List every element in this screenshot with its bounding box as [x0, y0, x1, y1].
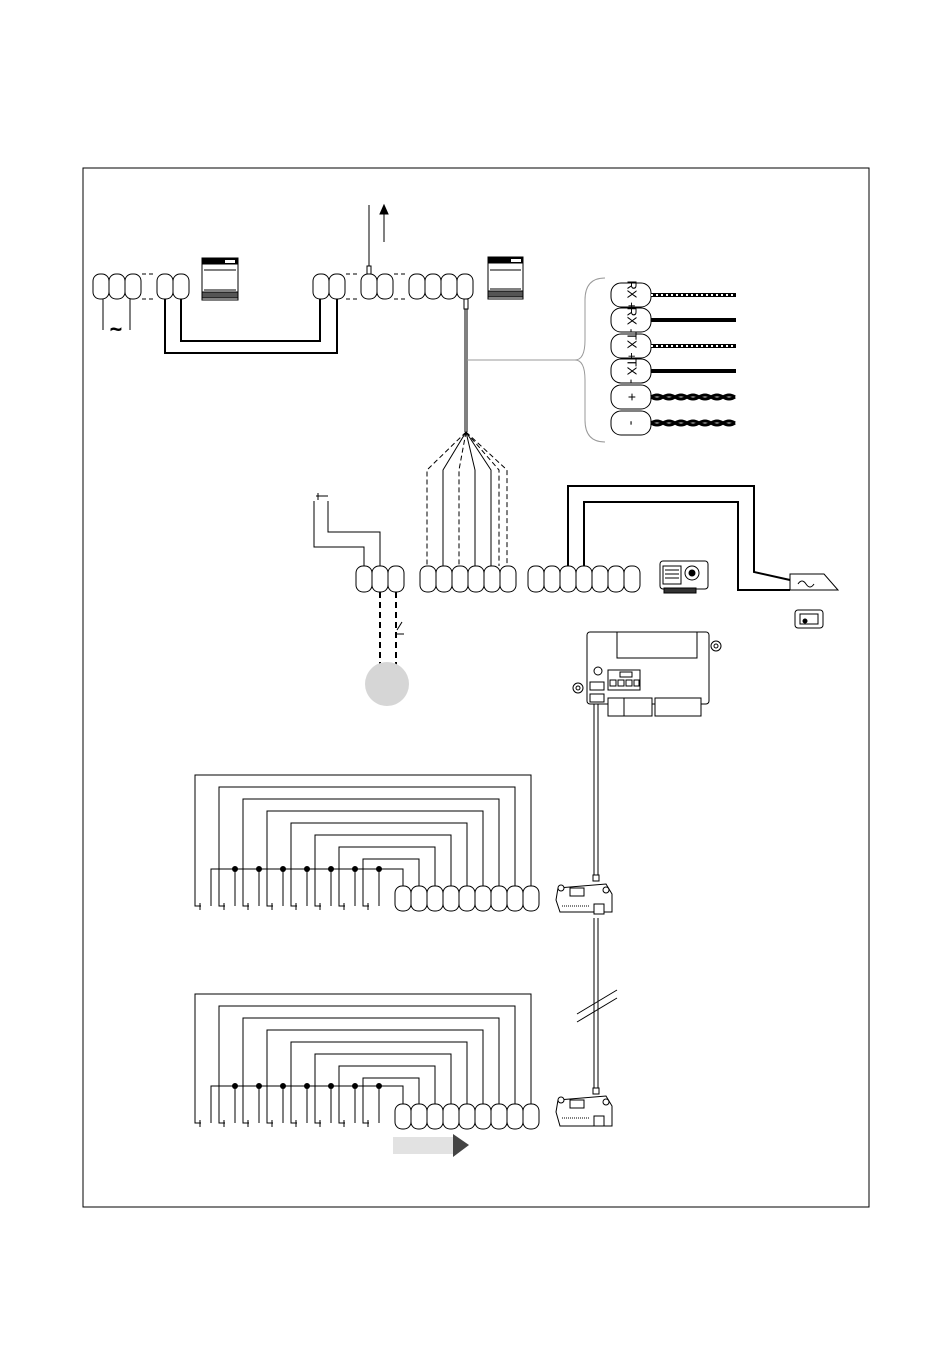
terminal-strip-door-station — [356, 566, 640, 592]
control-unit — [573, 632, 721, 716]
audio-module — [660, 561, 708, 593]
terminal-block-power — [93, 274, 189, 299]
terminal-tx-minus: TX - — [611, 359, 736, 384]
terminal-strip-buttons-2 — [395, 1104, 539, 1129]
legend-brace — [467, 278, 605, 442]
terminal-tx-plus-label: TX + — [625, 332, 640, 360]
terminal-rx-plus-label: RX + — [625, 280, 640, 309]
camera-dome — [365, 662, 409, 706]
terminal-power-plus-label: + — [624, 393, 640, 401]
terminal-legend: RX + RX - TX + TX - + - — [611, 280, 736, 435]
terminal-rx-minus: RX - — [611, 307, 736, 333]
power-supply-module-2 — [488, 257, 523, 299]
terminal-tx-minus-label: TX - — [625, 359, 640, 384]
main-cable — [464, 299, 468, 432]
bus-cable-power — [165, 299, 337, 353]
terminal-power-plus: + — [611, 385, 735, 409]
expansion-module-1 — [556, 884, 612, 914]
camera-wires — [380, 592, 404, 665]
push-button — [314, 493, 380, 566]
ac-supply: ~ — [103, 299, 130, 341]
terminal-rx-minus-label: RX - — [625, 307, 640, 333]
ac-supply-symbol: ~ — [110, 319, 122, 341]
electric-lock — [790, 574, 838, 628]
diagram-frame — [83, 168, 869, 1207]
terminal-rx-plus: RX + — [611, 280, 736, 309]
terminal-gap-dashes — [142, 274, 156, 299]
fanout-wires — [427, 432, 507, 566]
terminal-power-minus-label: - — [624, 421, 640, 426]
terminal-tx-plus: TX + — [611, 332, 736, 360]
terminal-power-minus: - — [611, 411, 735, 435]
expansion-module-2 — [556, 1096, 612, 1126]
direction-arrow — [393, 1134, 469, 1157]
power-supply-module-1 — [202, 258, 238, 300]
signal-output — [367, 205, 388, 274]
terminal-block-bus — [313, 274, 473, 299]
terminal-strip-buttons-1 — [395, 886, 539, 911]
